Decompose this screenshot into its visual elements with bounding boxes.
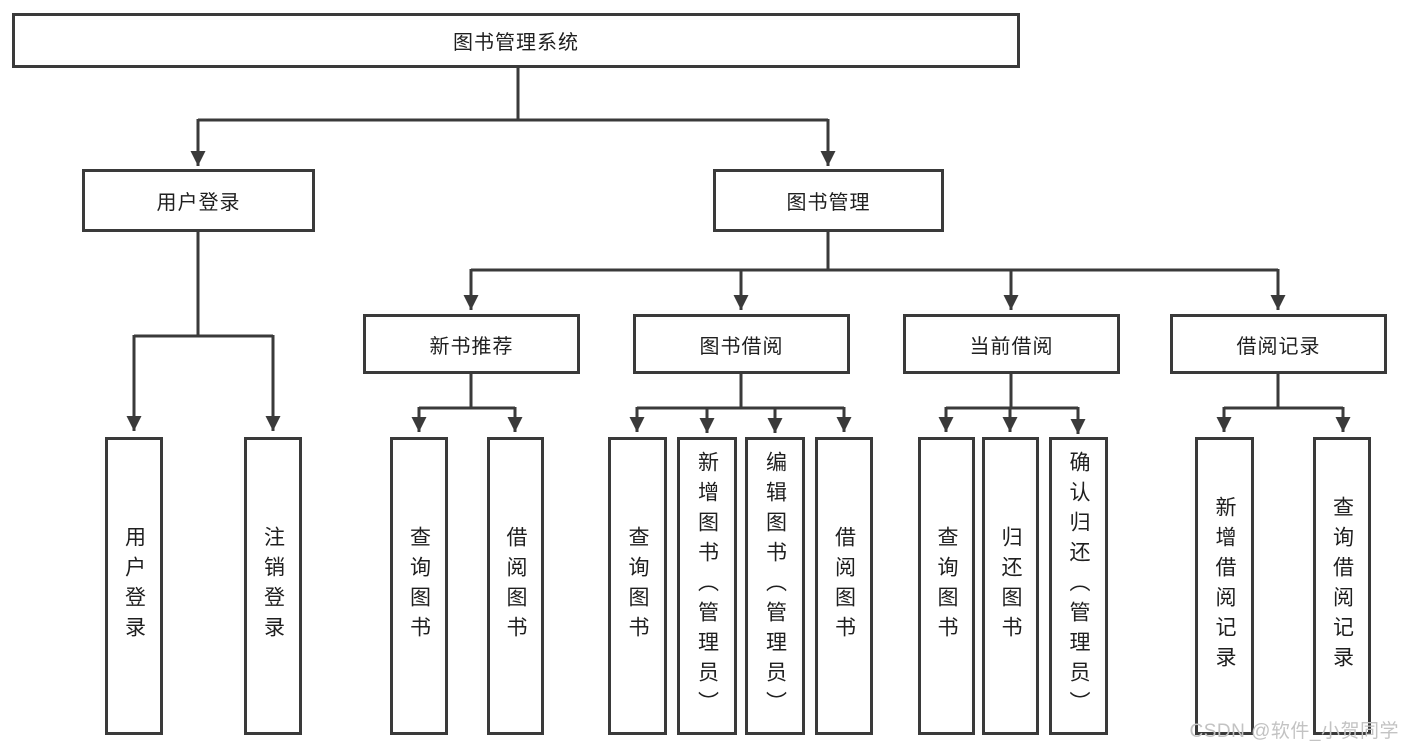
leaf-user-login: 用户登录 [105, 437, 163, 735]
node-user-login: 用户登录 [82, 169, 315, 232]
node-borrow-records: 借阅记录 [1170, 314, 1387, 374]
node-book-borrow: 图书借阅 [633, 314, 850, 374]
leaf-borrow-edit-book-admin-label: 编辑图书（管理员） [763, 451, 787, 721]
leaf-borrow-borrow-books: 借阅图书 [815, 437, 873, 735]
leaf-records-add-record: 新增借阅记录 [1195, 437, 1254, 735]
leaf-user-login-label: 用户登录 [122, 526, 146, 646]
leaf-current-return-books: 归还图书 [982, 437, 1039, 735]
leaf-records-query-record: 查询借阅记录 [1313, 437, 1371, 735]
leaf-current-confirm-return-admin-label: 确认归还（管理员） [1067, 451, 1090, 721]
leaf-newbooks-borrow-books: 借阅图书 [487, 437, 544, 735]
node-book-management: 图书管理 [713, 169, 944, 232]
node-current-borrow-label: 当前借阅 [969, 335, 1054, 358]
leaf-newbooks-borrow-books-label: 借阅图书 [504, 526, 527, 646]
leaf-borrow-add-book-admin-label: 新增图书（管理员） [695, 451, 719, 721]
leaf-borrow-edit-book-admin: 编辑图书（管理员） [745, 437, 805, 735]
leaf-borrow-add-book-admin: 新增图书（管理员） [677, 437, 737, 735]
node-current-borrow: 当前借阅 [903, 314, 1120, 374]
leaf-current-query-books: 查询图书 [918, 437, 975, 735]
node-root-system: 图书管理系统 [12, 13, 1020, 68]
node-root-label: 图书管理系统 [453, 32, 579, 54]
leaf-records-query-record-label: 查询借阅记录 [1330, 496, 1354, 676]
node-book-borrow-label: 图书借阅 [699, 335, 784, 358]
node-borrow-records-label: 借阅记录 [1236, 335, 1321, 358]
leaf-borrow-query-books-label: 查询图书 [626, 526, 649, 646]
leaf-logout: 注销登录 [244, 437, 302, 735]
leaf-borrow-borrow-books-label: 借阅图书 [832, 526, 856, 646]
leaf-records-add-record-label: 新增借阅记录 [1213, 496, 1236, 676]
leaf-current-return-books-label: 归还图书 [999, 526, 1022, 646]
leaf-newbooks-query-books-label: 查询图书 [407, 526, 431, 646]
node-new-book-recommend-label: 新书推荐 [429, 335, 514, 358]
node-book-management-label: 图书管理 [786, 192, 871, 214]
leaf-current-confirm-return-admin: 确认归还（管理员） [1049, 437, 1108, 735]
leaf-logout-label: 注销登录 [261, 526, 285, 646]
node-user-login-label: 用户登录 [156, 192, 241, 214]
leaf-newbooks-query-books: 查询图书 [390, 437, 448, 735]
node-new-book-recommend: 新书推荐 [363, 314, 580, 374]
leaf-borrow-query-books: 查询图书 [608, 437, 667, 735]
leaf-current-query-books-label: 查询图书 [935, 526, 958, 646]
